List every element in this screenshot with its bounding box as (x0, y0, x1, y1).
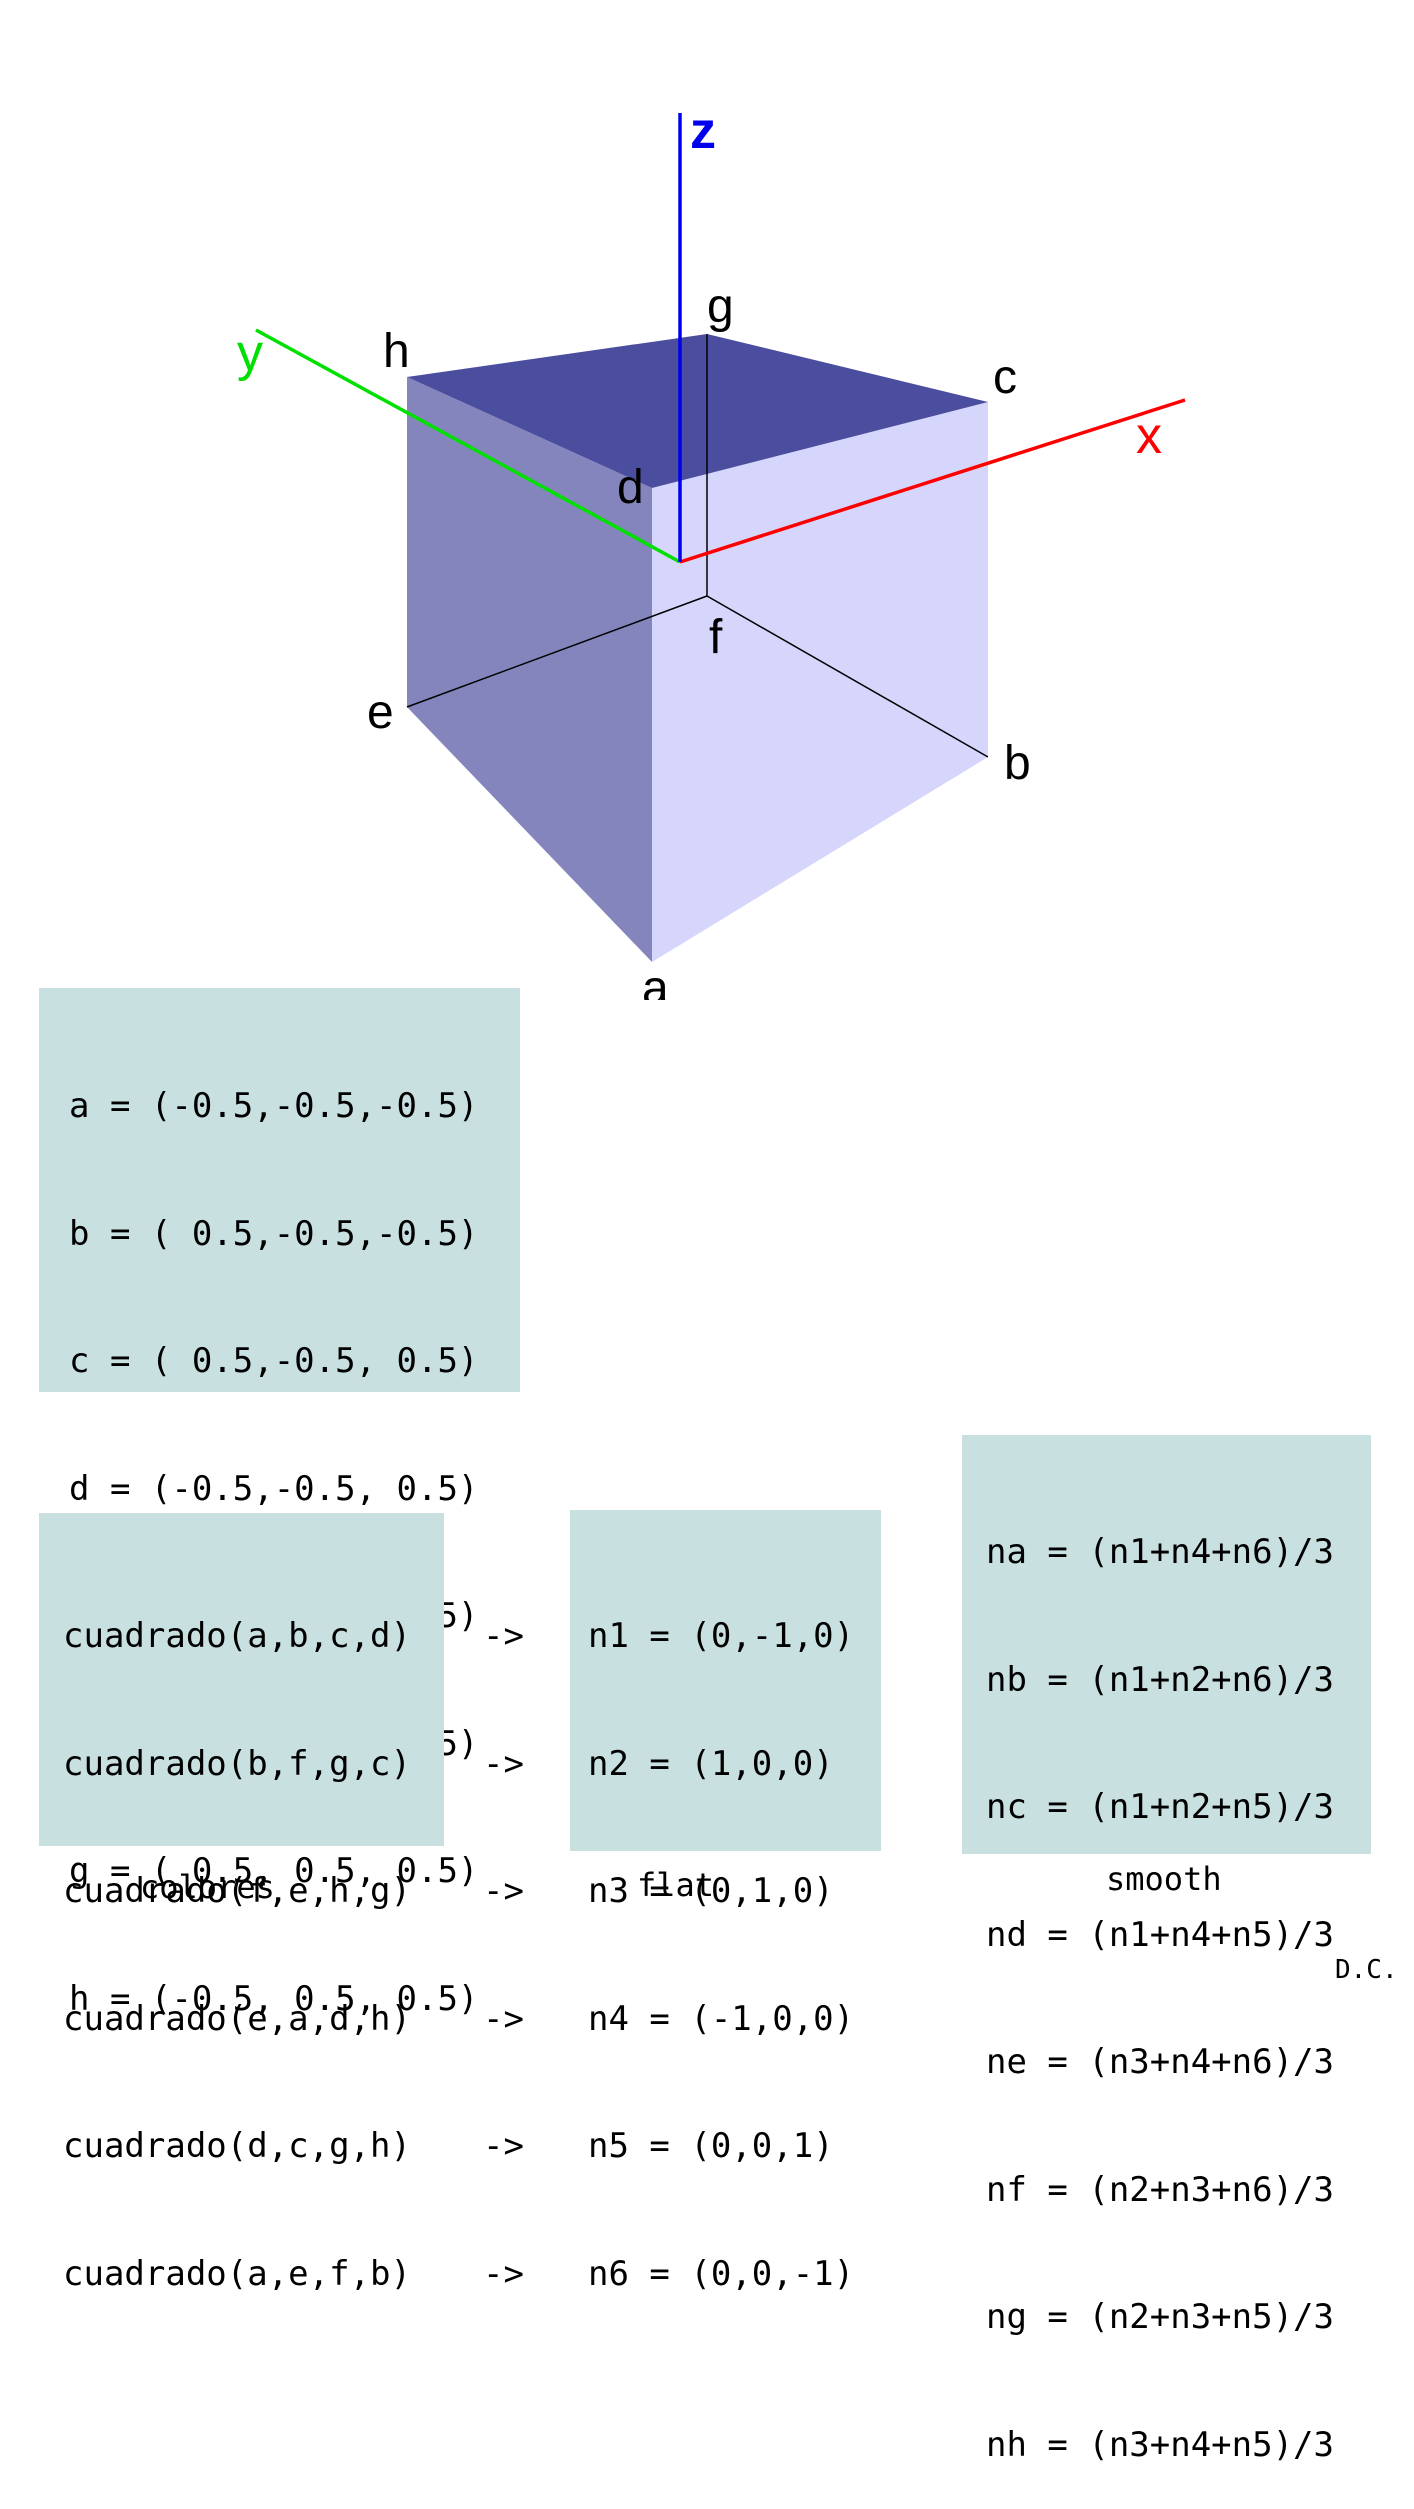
face-line: cuadrado(b,f,g,c) (63, 1743, 411, 1784)
coord-line-a: a = (-0.5,-0.5,-0.5) (69, 1086, 479, 1126)
smooth-normal-line: nb = (n1+n2+n6)/3 (986, 1659, 1334, 1700)
cube-top-face (407, 334, 988, 488)
y-axis (255, 328, 681, 564)
face-line: cuadrado(a,e,f,b) (63, 2253, 411, 2294)
arrow: -> (483, 1998, 524, 2039)
smooth-normal-line: nd = (n1+n4+n5)/3 (986, 1914, 1334, 1955)
z-axis-label: z (690, 102, 716, 160)
flat-normal-line: n5 = (0,0,1) (588, 2126, 834, 2166)
caption-colores: colores (140, 1868, 275, 1906)
face-line: cuadrado(e,a,d,h) (63, 1998, 411, 2039)
smooth-normal-line: na = (n1+n4+n6)/3 (986, 1532, 1334, 1572)
vertex-coordinates-box: a = (-0.5,-0.5,-0.5) b = ( 0.5,-0.5,-0.5… (39, 988, 520, 2019)
coord-line-d: d = (-0.5,-0.5, 0.5) (69, 1468, 479, 1509)
arrow: -> (483, 1871, 524, 1911)
smooth-normal-line: nf = (n2+n3+n6)/3 (986, 2169, 1334, 2210)
smooth-normal-line: nh = (n3+n4+n5)/3 (986, 2424, 1334, 2465)
face-line: cuadrado(a,b,c,d) (63, 1616, 411, 1656)
flat-normals-box: n1 = (0,-1,0) n2 = (1,0,0) n3 = (0,1,0) … (570, 1510, 881, 2294)
coord-line-b: b = ( 0.5,-0.5,-0.5) (69, 1213, 479, 1254)
flat-normal-line: n1 = (0,-1,0) (588, 1616, 855, 1656)
caption-smooth: smooth (1106, 1860, 1222, 1898)
x-axis (679, 398, 1186, 564)
flat-normal-line: n2 = (1,0,0) (588, 1743, 834, 1784)
arrow: -> (483, 2253, 524, 2294)
flat-normal-line: n3 = (0,1,0) (588, 1871, 834, 1911)
vertex-label-e: e (367, 686, 394, 739)
smooth-normal-line: nc = (n1+n2+n5)/3 (986, 1787, 1334, 1827)
vertex-label-g: g (707, 280, 734, 333)
vertex-label-c: c (993, 351, 1017, 404)
y-axis-label: y (237, 324, 263, 382)
flat-normal-line: n6 = (0,0,-1) (588, 2253, 855, 2294)
coord-line-g: g = ( 0.5, 0.5, 0.5) (69, 1851, 479, 1891)
cube-diagram: z y x g h c d f e b a (237, 102, 1186, 1000)
vertex-label-a: a (642, 962, 669, 1000)
arrow: -> (483, 1743, 524, 1784)
arrow-column: -> -> -> -> -> -> (483, 1533, 524, 2338)
cube-left-face (407, 377, 652, 962)
coord-line-c: c = ( 0.5,-0.5, 0.5) (69, 1341, 479, 1381)
vertex-label-b: b (1004, 737, 1031, 790)
smooth-normals-box: na = (n1+n4+n6)/3 nb = (n1+n2+n6)/3 nc =… (962, 1435, 1371, 2465)
faces-box: cuadrado(a,b,c,d) cuadrado(b,f,g,c) cuad… (39, 1513, 444, 2294)
hidden-edge-fe (406, 595, 708, 708)
vertex-label-d: d (617, 461, 644, 514)
arrow: -> (483, 2126, 524, 2166)
vertex-label-f: f (709, 611, 723, 664)
smooth-normal-line: ng = (n2+n3+n5)/3 (986, 2297, 1334, 2337)
vertex-label-h: h (383, 325, 410, 378)
smooth-normal-line: ne = (n3+n4+n6)/3 (986, 2042, 1334, 2082)
x-axis-label: x (1136, 407, 1162, 465)
face-line: cuadrado(f,e,h,g) (63, 1871, 411, 1911)
hidden-edge-fb (706, 595, 989, 758)
signature: D.C. (1335, 1955, 1398, 1985)
arrow: -> (483, 1616, 524, 1656)
caption-flat: flat (637, 1866, 715, 1904)
flat-normal-line: n4 = (-1,0,0) (588, 1998, 855, 2039)
face-line: cuadrado(d,c,g,h) (63, 2126, 411, 2166)
cube-right-face (652, 402, 988, 962)
